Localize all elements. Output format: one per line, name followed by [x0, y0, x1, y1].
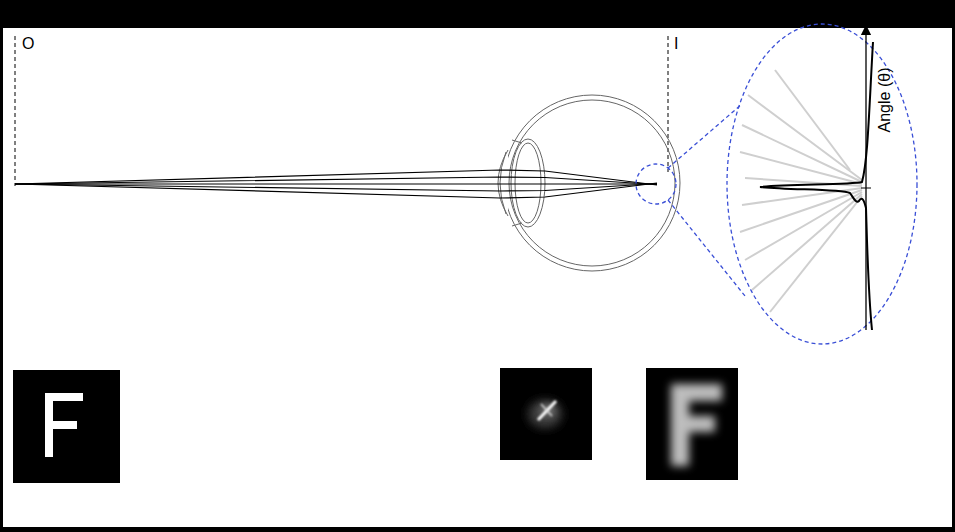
- plane-label: O: [22, 36, 34, 52]
- angular-distribution-curve: [760, 42, 873, 330]
- axis-label: Angle (θ): [877, 68, 893, 133]
- sclera-inner: [509, 100, 675, 266]
- lens: [511, 139, 545, 227]
- point-spread-function: [500, 368, 592, 460]
- iris: [512, 140, 522, 226]
- cornea-inner: [500, 152, 506, 214]
- axis-tick: [861, 188, 871, 189]
- object-plane: [15, 36, 16, 186]
- zoom-region: [636, 164, 676, 204]
- angle-axis: [865, 30, 866, 330]
- cornea: [498, 150, 508, 216]
- zoom-ellipse: [727, 24, 917, 344]
- plane-label: I: [674, 36, 678, 52]
- zoom-callout: [636, 24, 917, 344]
- lens-inner: [515, 143, 541, 223]
- panel-background: [3, 28, 952, 527]
- object-image: [13, 370, 120, 483]
- zoom-leader: [668, 200, 745, 296]
- retinal-image: [646, 368, 738, 480]
- light-rays: [15, 170, 657, 198]
